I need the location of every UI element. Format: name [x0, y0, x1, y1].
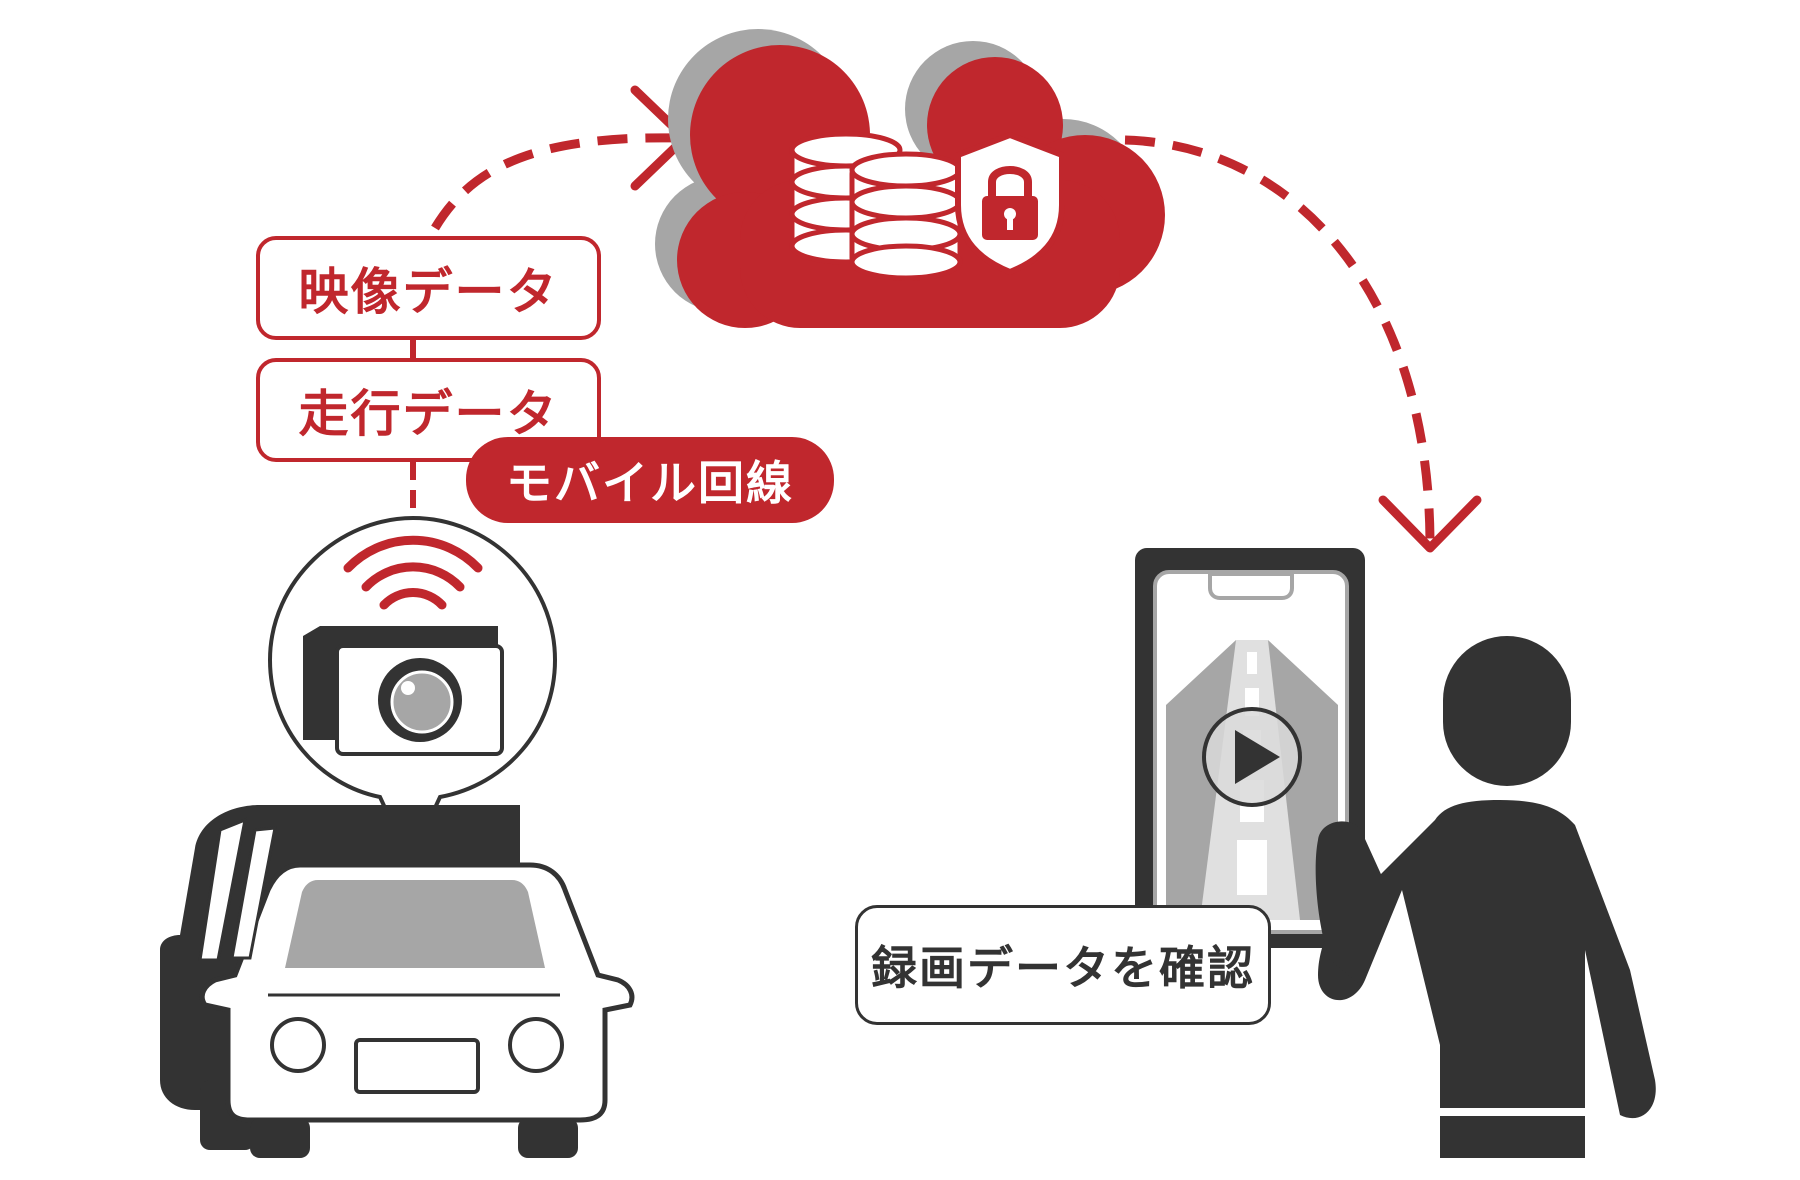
mobile-line-label: モバイル回線 [466, 437, 834, 523]
download-arrow [1124, 135, 1482, 553]
camera-icon [303, 626, 504, 756]
check-recording-label: 録画データを確認 [855, 905, 1271, 1025]
video-data-label: 映像データ [256, 236, 601, 340]
database-icon [789, 131, 963, 281]
shield-lock-icon [955, 131, 1065, 276]
play-icon [1202, 707, 1302, 807]
wifi-icon [343, 535, 483, 610]
person-icon [1315, 636, 1656, 1158]
upload-arrow [431, 85, 690, 231]
car-icon [160, 805, 635, 1158]
